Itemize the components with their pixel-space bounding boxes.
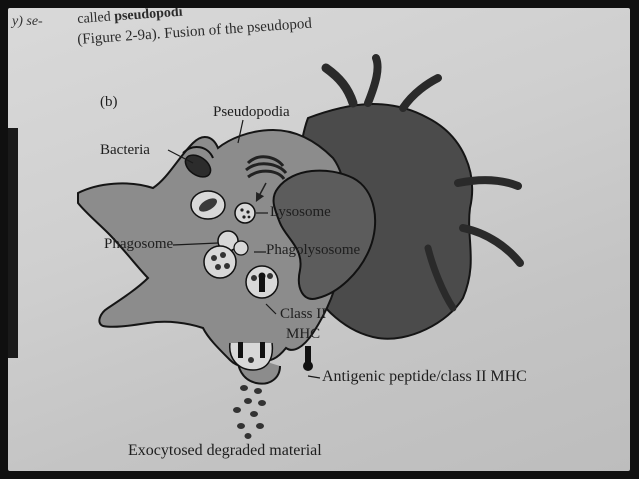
label-class-ii: Class II (280, 306, 326, 323)
exocytosis-vesicle (230, 342, 273, 370)
textbook-page: y) se- called pseudopodi (Figure 2-9a). … (8, 8, 630, 471)
label-phagosome: Phagosome (104, 236, 173, 253)
exocytosed-particles (233, 385, 266, 439)
label-mhc: MHC (286, 326, 320, 343)
phagosome-vesicle (191, 191, 225, 219)
class-ii-vesicle (246, 266, 278, 298)
panel-label: (b) (100, 94, 118, 111)
label-lysosome: Lysosome (270, 204, 331, 221)
label-bacteria: Bacteria (100, 142, 150, 159)
label-exocytosed: Exocytosed degraded material (128, 442, 322, 460)
label-pseudopodia: Pseudopodia (213, 104, 290, 121)
surface-mhc (303, 346, 313, 371)
cell-spike-4 (458, 180, 518, 186)
phagocytosis-diagram (8, 8, 630, 471)
cell-spike-3 (403, 78, 438, 108)
label-antigenic-peptide: Antigenic peptide/class II MHC (322, 368, 527, 386)
label-phagolysosome: Phagolysosome (266, 242, 360, 259)
cell-spike-1 (326, 68, 353, 103)
lysosome-vesicle (235, 203, 255, 223)
cell-spike-2 (368, 58, 378, 103)
